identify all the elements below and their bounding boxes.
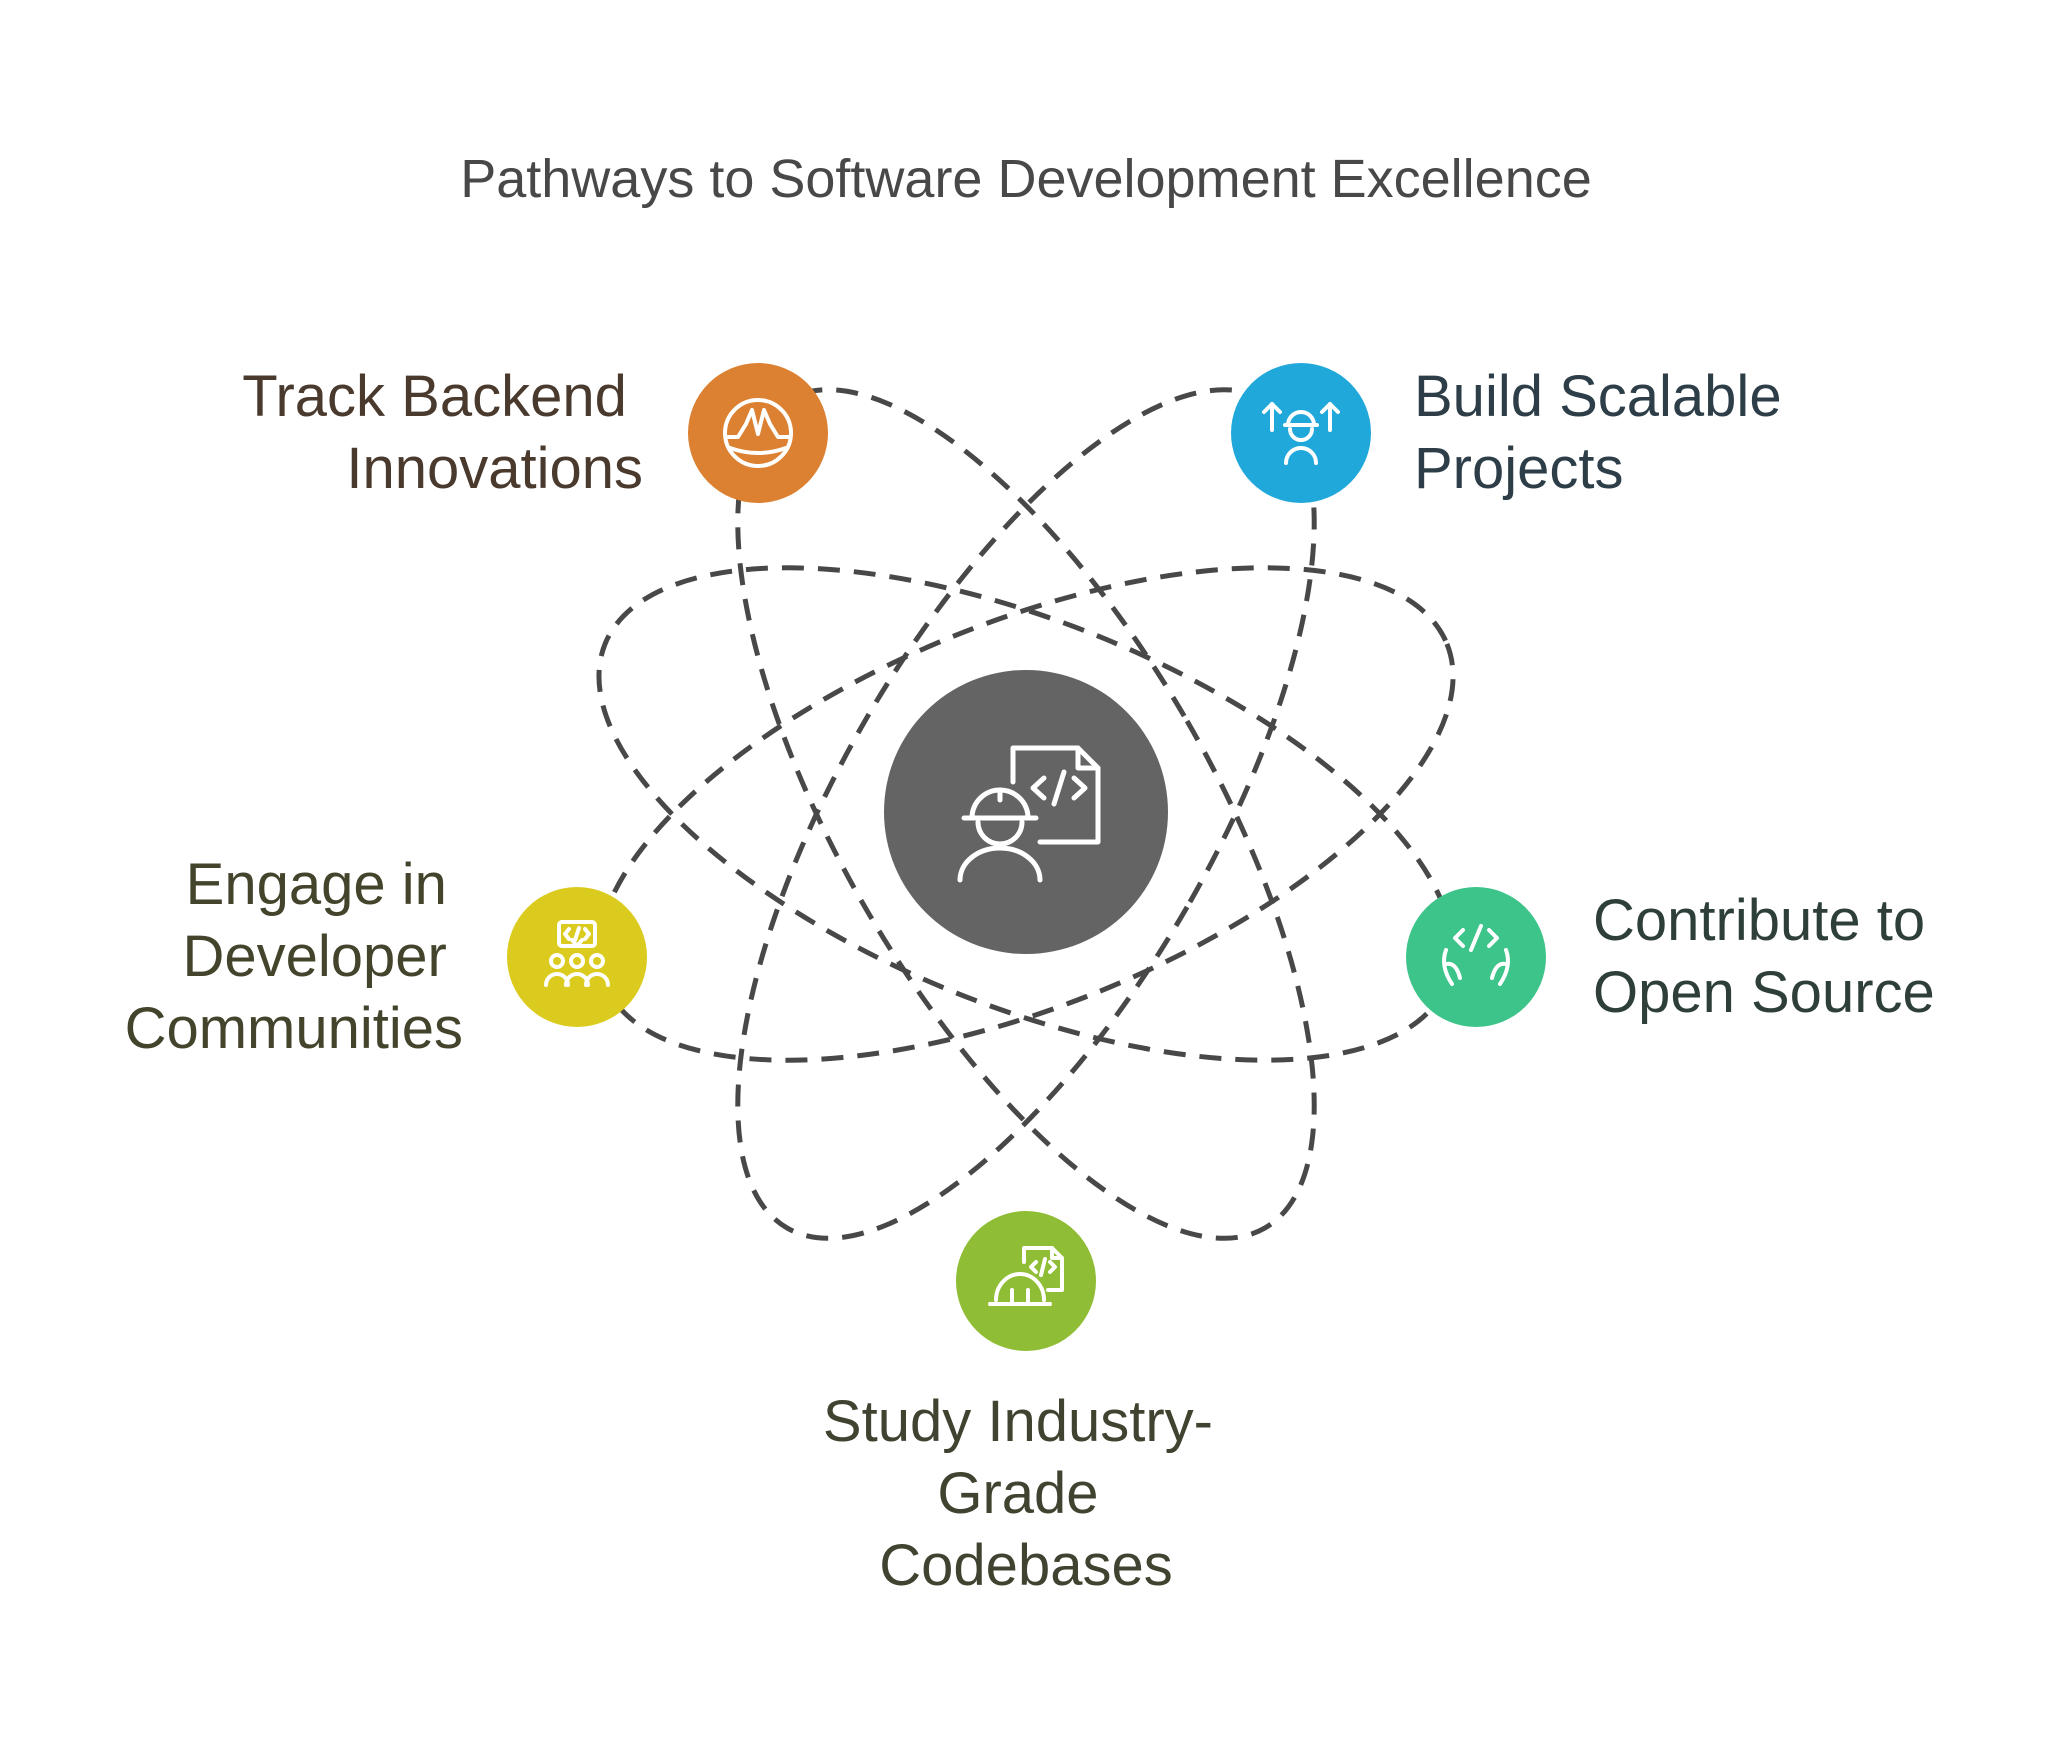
node-circle-build-scalable (1231, 363, 1371, 503)
label-line: Study Industry- (823, 1389, 1213, 1454)
center-hub (884, 670, 1168, 954)
label-line: Track Backend (242, 364, 627, 429)
label-line: Innovations (346, 436, 643, 501)
label-line: Build Scalable (1414, 364, 1782, 429)
label-track-backend: Track Backend Innovations (242, 364, 643, 501)
label-build-scalable: Build Scalable Projects (1414, 364, 1798, 501)
label-contribute-open-source: Contribute to Open Source (1593, 888, 1941, 1025)
worker-scale-up-icon (1262, 402, 1340, 465)
label-line: Projects (1414, 436, 1624, 501)
node-circle-study-codebases (956, 1211, 1096, 1351)
label-engage-communities: Engage in Developer Communities (125, 852, 463, 1061)
node-build-scalable: Build Scalable Projects (1231, 363, 1798, 503)
node-track-backend: Track Backend Innovations (242, 363, 828, 503)
hardhat-code-icon (988, 1246, 1064, 1306)
signal-wave-icon (723, 398, 793, 468)
community-code-icon (544, 920, 610, 987)
label-line: Engage in (186, 852, 447, 917)
label-line: Codebases (879, 1533, 1172, 1598)
label-line: Developer (183, 924, 447, 989)
hands-code-icon (1442, 924, 1510, 986)
label-line: Communities (125, 996, 463, 1061)
label-study-codebases: Study Industry- Grade Codebases (823, 1389, 1229, 1598)
node-engage-communities: Engage in Developer Communities (125, 852, 647, 1061)
label-line: Grade (937, 1461, 1098, 1526)
label-line: Contribute to (1593, 888, 1925, 953)
developer-code-icon (957, 745, 1101, 883)
node-study-codebases: Study Industry- Grade Codebases (823, 1211, 1229, 1598)
node-contribute-open-source: Contribute to Open Source (1406, 887, 1941, 1027)
diagram-title: Pathways to Software Development Excelle… (460, 149, 1592, 209)
node-circle-contribute-open-source (1406, 887, 1546, 1027)
label-line: Open Source (1593, 960, 1935, 1025)
